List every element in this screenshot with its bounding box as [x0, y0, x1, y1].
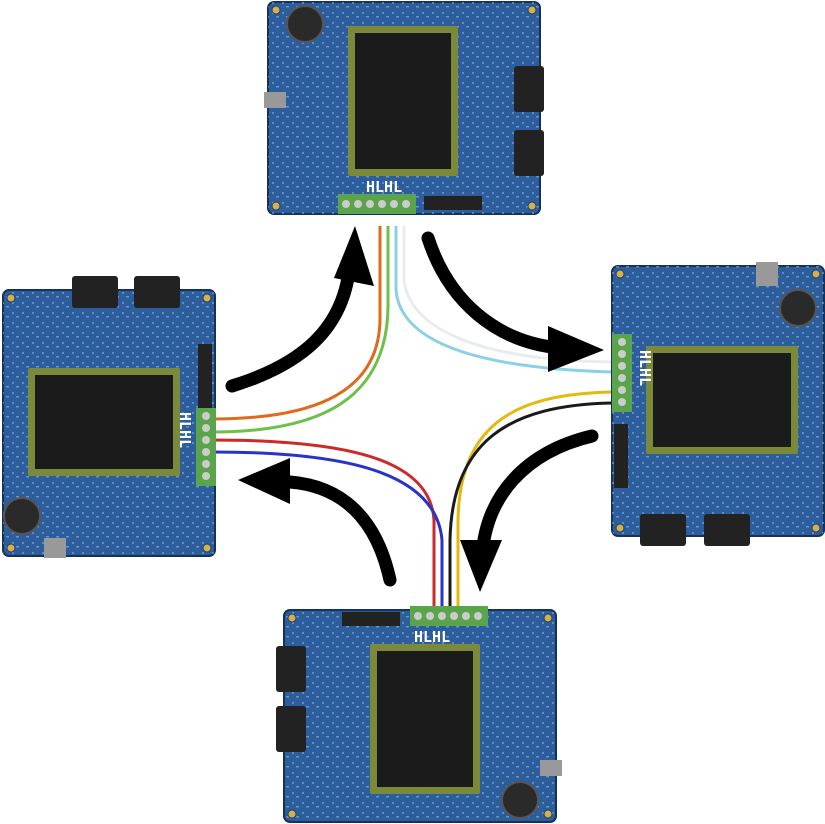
- db9-port: [704, 514, 750, 546]
- wire-green: [211, 226, 390, 434]
- lcd-screen: [377, 651, 473, 787]
- board-top: HLHL: [264, 1, 544, 215]
- wire-red: [211, 438, 436, 606]
- usb-port: [264, 92, 286, 108]
- board-left-label: HLHL: [176, 412, 194, 448]
- arrow-right-to-bottom: [460, 429, 599, 592]
- board-top-label: HLHL: [366, 178, 402, 196]
- terminal-block: [338, 194, 416, 214]
- wire-blue: [211, 450, 444, 606]
- db9-port: [134, 276, 180, 308]
- lcd-screen: [355, 33, 451, 169]
- pin-header: [342, 612, 400, 626]
- terminal-block: [612, 334, 632, 412]
- wire-lightblue: [394, 226, 613, 374]
- speaker: [286, 5, 324, 43]
- board-right: HLHL: [611, 262, 825, 546]
- terminal-screws: [342, 200, 410, 208]
- board-right-label: HLHL: [636, 350, 654, 386]
- arrow-top-to-right: [421, 231, 604, 372]
- db9-port: [514, 130, 544, 176]
- speaker: [3, 497, 41, 535]
- db9-port: [640, 514, 686, 546]
- terminal-screws: [414, 612, 482, 620]
- db9-port: [276, 646, 306, 692]
- wire-black: [448, 401, 613, 606]
- speaker: [779, 289, 817, 327]
- arrow-left-to-top: [225, 226, 374, 393]
- db9-port: [276, 706, 306, 752]
- wire-orange: [211, 226, 382, 421]
- wire-yellow: [456, 390, 613, 606]
- usb-port: [540, 760, 562, 776]
- db9-port: [72, 276, 118, 308]
- board-left: HLHL: [2, 276, 216, 558]
- pin-header: [424, 196, 482, 210]
- terminal-block: [410, 606, 488, 626]
- flow-arrows: [225, 226, 604, 592]
- lcd-screen: [35, 375, 173, 469]
- db9-port: [514, 66, 544, 112]
- board-bottom-label: HLHL: [414, 628, 450, 646]
- arrow-bottom-to-left: [238, 458, 397, 587]
- lcd-screen: [653, 353, 791, 447]
- pin-header: [614, 424, 628, 488]
- usb-port: [44, 538, 66, 558]
- usb-port: [756, 262, 778, 286]
- pin-header: [198, 344, 212, 408]
- board-bottom: HLHL: [276, 606, 562, 823]
- wire-bundle: [211, 226, 613, 606]
- terminal-block: [196, 408, 216, 486]
- terminal-screws: [618, 338, 626, 406]
- speaker: [501, 781, 539, 819]
- terminal-screws: [202, 412, 210, 480]
